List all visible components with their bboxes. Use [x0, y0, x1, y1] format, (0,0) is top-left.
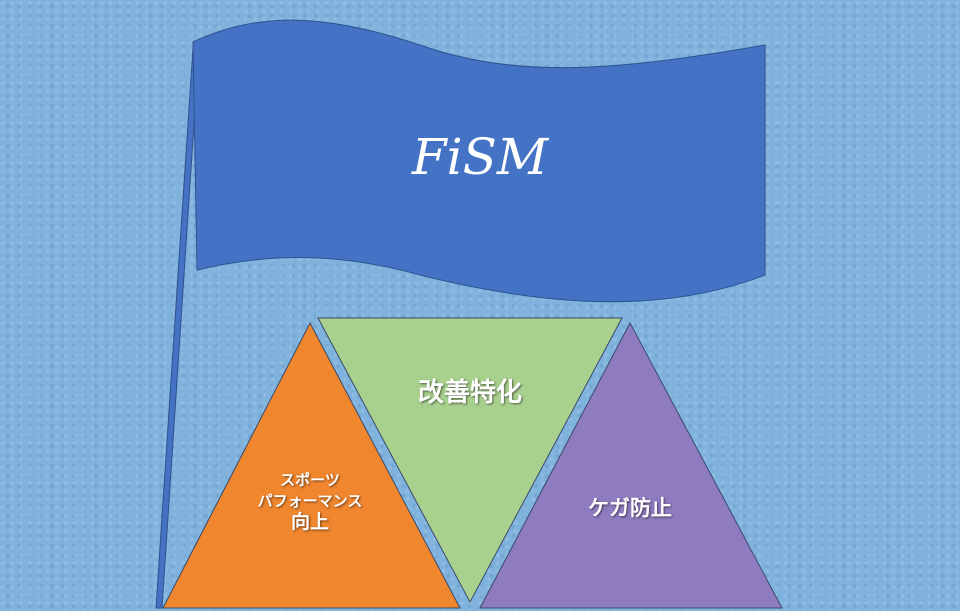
improvement-label: 改善特化 [417, 378, 522, 408]
injury-prevention-label: ケガ防止 [588, 496, 672, 520]
label-line: スポーツ [280, 471, 340, 489]
flag-title: FiSM [411, 128, 549, 186]
flag-banner [192, 19, 766, 303]
flag-pole [155, 47, 200, 609]
triangle-injury-prevention [479, 321, 783, 609]
sports-performance-label: スポーツ パフォーマンス 向上 [215, 470, 405, 533]
triangle-improvement [317, 317, 623, 604]
triangle-sports-performance [162, 321, 461, 609]
label-line: 向上 [290, 511, 329, 533]
label-line: パフォーマンス [257, 492, 363, 510]
